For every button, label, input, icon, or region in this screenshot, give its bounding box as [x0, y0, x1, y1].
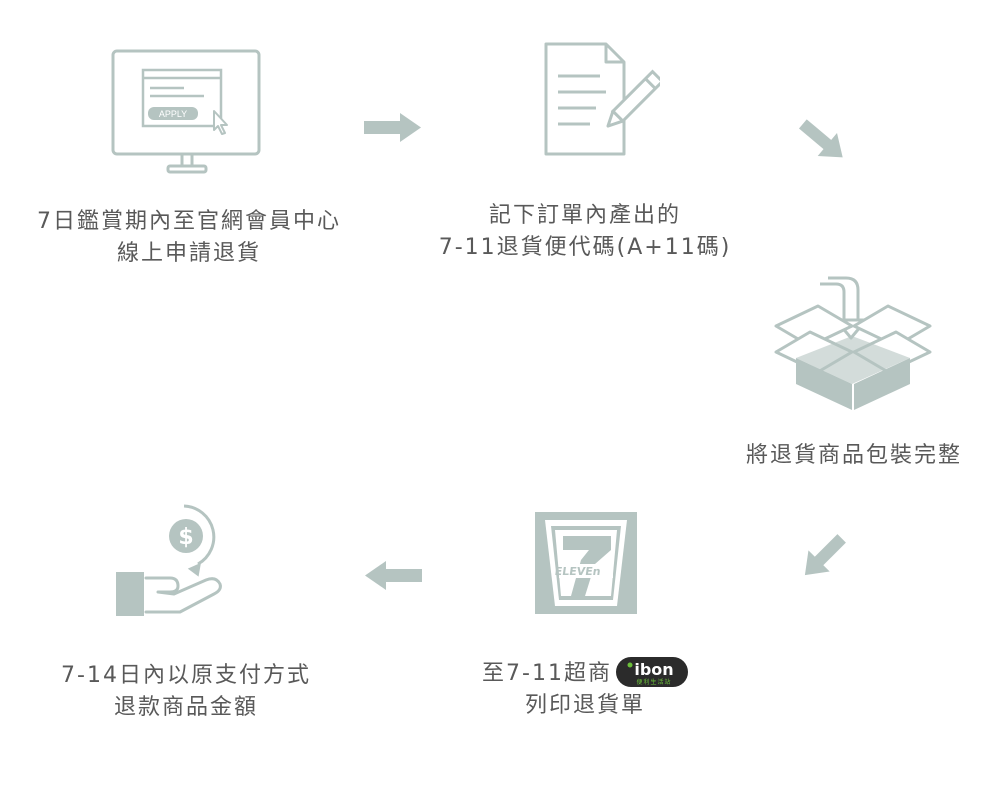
eleven-text: ELEVEn — [554, 565, 602, 578]
arrow-down-left-icon — [804, 534, 846, 576]
step-1-line-2: 線上申請退貨 — [116, 241, 261, 266]
refund-money-hand-icon: $ — [116, 504, 222, 616]
step-3-line-1: 將退貨商品包裝完整 — [745, 443, 962, 468]
step-2-line-1: 記下訂單內產出的 — [488, 203, 681, 228]
ibon-subtext: 便利生活站 — [636, 678, 671, 686]
step-2-line-2: 7-11退貨便代碼(A+11碼) — [438, 235, 732, 260]
step-1-line-1: 7日鑑賞期內至官網會員中心 — [37, 209, 341, 234]
arrow-down-right-icon — [798, 119, 843, 158]
box-packing-icon — [774, 276, 932, 410]
seven-eleven-logo-icon: ELEVEn — [535, 512, 637, 614]
step-2-label: 記下訂單內產出的 7-11退貨便代碼(A+11碼) — [405, 200, 765, 264]
svg-text:$: $ — [178, 525, 193, 550]
step-5-label: 7-14日內以原支付方式 退款商品金額 — [36, 660, 336, 724]
step-1-label: 7日鑑賞期內至官網會員中心 線上申請退貨 — [14, 206, 364, 270]
ibon-text: ibon — [634, 660, 673, 679]
step-3-label: 將退貨商品包裝完整 — [724, 440, 984, 472]
step-4-line-1: 至7-11超商 — [482, 661, 612, 686]
arrow-right-icon — [364, 113, 421, 142]
document-pen-icon — [544, 42, 660, 156]
step-4-label: 至7-11超商 ibon 便利生活站 列印退貨單 — [440, 657, 730, 722]
step-4-line-1-wrap: 至7-11超商 ibon 便利生活站 — [440, 657, 730, 690]
arrow-left-icon — [365, 561, 422, 590]
ibon-logo-icon: ibon 便利生活站 — [615, 657, 688, 687]
step-4-line-2: 列印退貨單 — [524, 693, 645, 718]
step-5-line-1: 7-14日內以原支付方式 — [61, 663, 311, 688]
apply-text: APPLY — [159, 109, 187, 119]
step-5-line-2: 退款商品金額 — [113, 695, 258, 720]
monitor-apply-icon: APPLY — [111, 49, 261, 174]
